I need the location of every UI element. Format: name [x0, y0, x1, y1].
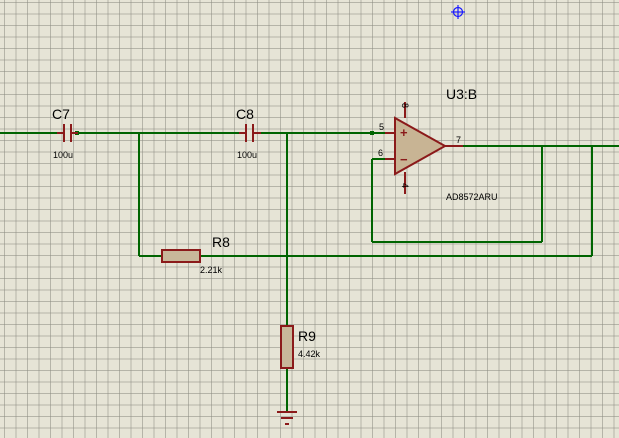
opamp-plus-sign: +	[400, 125, 408, 140]
capacitor-c7[interactable]	[57, 124, 78, 142]
pin-5-label: 5	[379, 122, 384, 132]
pin-6-label: 6	[378, 148, 383, 158]
u3-ref-label: U3:B	[446, 86, 477, 102]
resistor-r9[interactable]	[280, 325, 294, 369]
c7-ref-label: C7	[52, 106, 70, 122]
r9-value-label: 4.42k	[298, 349, 321, 359]
opamp-minus-sign: −	[400, 152, 408, 167]
r8-value-label: 2.21k	[200, 265, 223, 275]
crosshair-cursor-icon	[451, 5, 465, 19]
capacitor-c8[interactable]	[239, 124, 261, 142]
c8-value-label: 100u	[237, 150, 257, 160]
c7-value-label: 100u	[53, 150, 73, 160]
pin-7-label: 7	[456, 135, 461, 145]
pin-8-label: 8	[400, 103, 410, 108]
resistor-r8[interactable]	[161, 249, 201, 263]
junction-pin5	[370, 131, 374, 135]
r9-ref-label: R9	[298, 328, 316, 344]
r8-ref-label: R8	[212, 234, 230, 250]
wires	[0, 132, 619, 412]
u3-part-label: AD8572ARU	[446, 192, 498, 202]
c8-ref-label: C8	[236, 106, 254, 122]
pin-4-label: 4	[400, 183, 410, 188]
ground-symbol[interactable]	[277, 411, 297, 425]
opamp-u3b[interactable]	[385, 102, 463, 194]
